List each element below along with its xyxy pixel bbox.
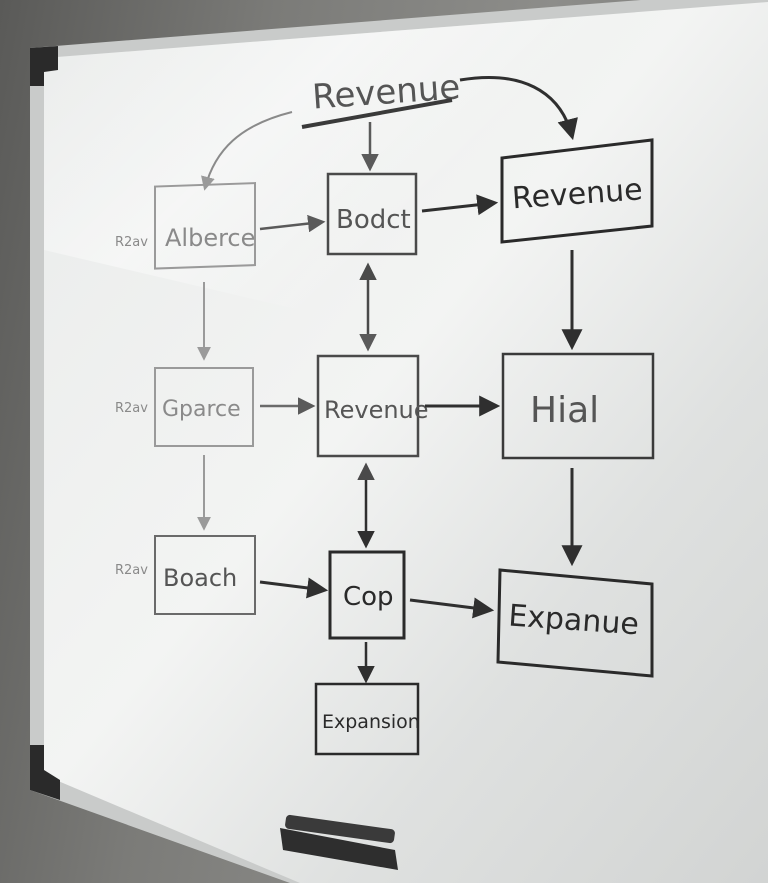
row-label-1: R2av — [115, 235, 148, 250]
svg-text:Revenue: Revenue — [324, 396, 429, 424]
row-label-2: R2av — [115, 401, 148, 416]
svg-text:Bodct: Bodct — [336, 205, 411, 235]
svg-text:Alberce: Alberce — [165, 224, 255, 252]
svg-text:Expansion: Expansion — [322, 711, 420, 733]
svg-text:Cop: Cop — [343, 582, 394, 612]
row-label-3: R2av — [115, 563, 148, 578]
svg-text:Gparce: Gparce — [162, 397, 241, 422]
svg-text:Hial: Hial — [530, 390, 599, 431]
svg-text:Boach: Boach — [163, 564, 237, 592]
